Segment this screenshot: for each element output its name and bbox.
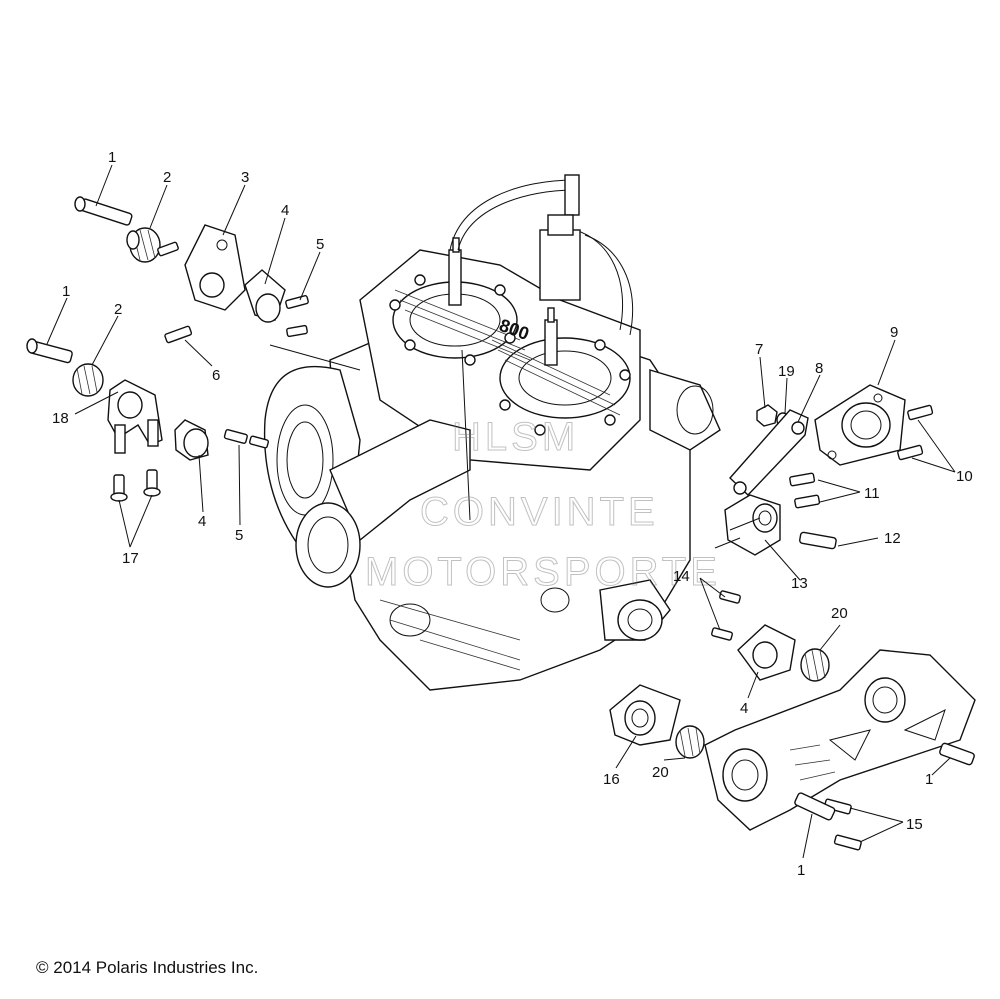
callout-1-bottom: 1 xyxy=(797,862,805,879)
link-part-8 xyxy=(729,409,809,496)
callout-16: 16 xyxy=(603,771,620,788)
copyright-notice: © 2014 Polaris Industries Inc. xyxy=(36,958,259,977)
callout-1-right: 1 xyxy=(925,771,933,788)
watermark-line-1: HLSM xyxy=(452,415,579,459)
callout-13: 13 xyxy=(791,575,808,592)
watermark: HLSM CONVINTE MOTORSPORTE xyxy=(365,415,721,595)
callout-20-lower: 20 xyxy=(652,764,669,781)
callout-5-left: 5 xyxy=(235,527,243,544)
bushing-part-2-left xyxy=(72,363,104,397)
callout-15: 15 xyxy=(906,816,923,833)
callout-1-left: 1 xyxy=(62,283,70,300)
engine-bracket xyxy=(704,649,976,831)
leader-lines xyxy=(46,164,956,859)
mount-part-4-right xyxy=(737,624,796,681)
bushing-part-20-upper xyxy=(800,648,830,682)
callout-8: 8 xyxy=(815,360,823,377)
callout-19: 19 xyxy=(778,363,795,380)
callout-14: 14 xyxy=(673,568,690,585)
bolts-part-10 xyxy=(897,404,934,461)
mount-part-4-left xyxy=(174,419,209,461)
rear-bracket-group xyxy=(609,648,976,851)
bolt-part-1-left xyxy=(26,338,73,364)
bolts-part-17 xyxy=(110,469,161,502)
callout-17: 17 xyxy=(122,550,139,567)
callout-12: 12 xyxy=(884,530,901,547)
callout-20-upper: 20 xyxy=(831,605,848,622)
watermark-line-2: CONVINTE xyxy=(420,490,659,534)
callout-6: 6 xyxy=(212,367,220,384)
callout-2-left: 2 xyxy=(114,301,122,318)
flange-part-16 xyxy=(609,684,681,746)
bracket-part-13 xyxy=(724,494,781,556)
callout-4: 4 xyxy=(281,202,289,219)
callout-7: 7 xyxy=(755,341,763,358)
callout-4-left: 4 xyxy=(198,513,206,530)
bushing-part-20-lower xyxy=(675,725,705,759)
bracket-part-18 xyxy=(107,379,163,454)
callout-4-right: 4 xyxy=(740,700,748,717)
bracket-part-3 xyxy=(184,224,246,311)
bushing-part-2 xyxy=(126,227,161,263)
callout-5: 5 xyxy=(316,236,324,253)
front-left-mount-group xyxy=(74,196,309,344)
engine-assembly: 800 HLSM CONVINTE MOTORSPORTE xyxy=(263,174,721,691)
callout-3: 3 xyxy=(241,169,249,186)
callout-labels: 1 2 3 4 5 6 1 2 18 4 5 17 7 19 8 9 10 11… xyxy=(52,149,973,879)
plate-part-9 xyxy=(814,384,906,466)
callout-11: 11 xyxy=(864,485,880,502)
rear-left-mount-group xyxy=(26,338,269,502)
callout-1: 1 xyxy=(108,149,116,166)
callout-2: 2 xyxy=(163,169,171,186)
watermark-line-3: MOTORSPORTE xyxy=(365,550,721,594)
mount-part-4-upper xyxy=(244,269,286,323)
callout-18: 18 xyxy=(52,410,69,427)
bolt-part-1 xyxy=(74,196,133,226)
callout-9: 9 xyxy=(890,324,898,341)
callout-10: 10 xyxy=(956,468,973,485)
